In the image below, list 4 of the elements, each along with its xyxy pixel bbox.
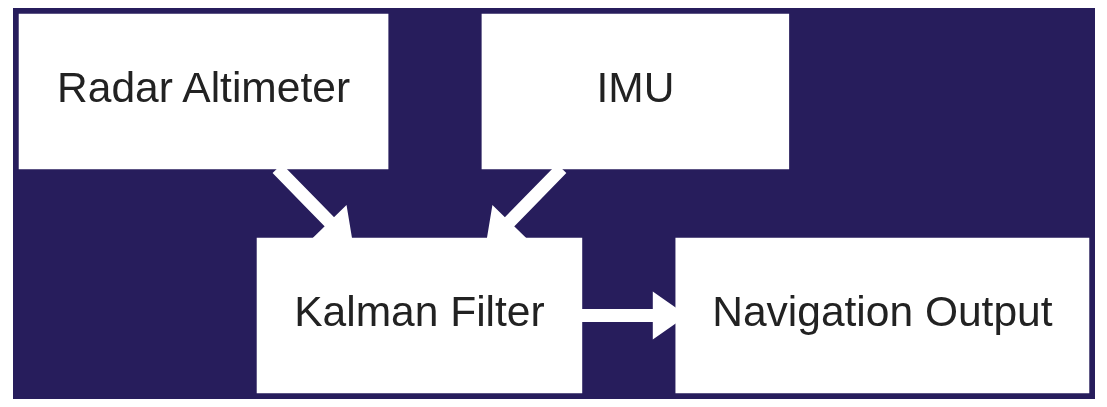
node-box: Kalman Filter [256, 237, 582, 394]
node-box: IMU [481, 13, 789, 170]
node-box: Radar Altimeter [18, 13, 388, 170]
node-box: Navigation Output [674, 237, 1089, 394]
